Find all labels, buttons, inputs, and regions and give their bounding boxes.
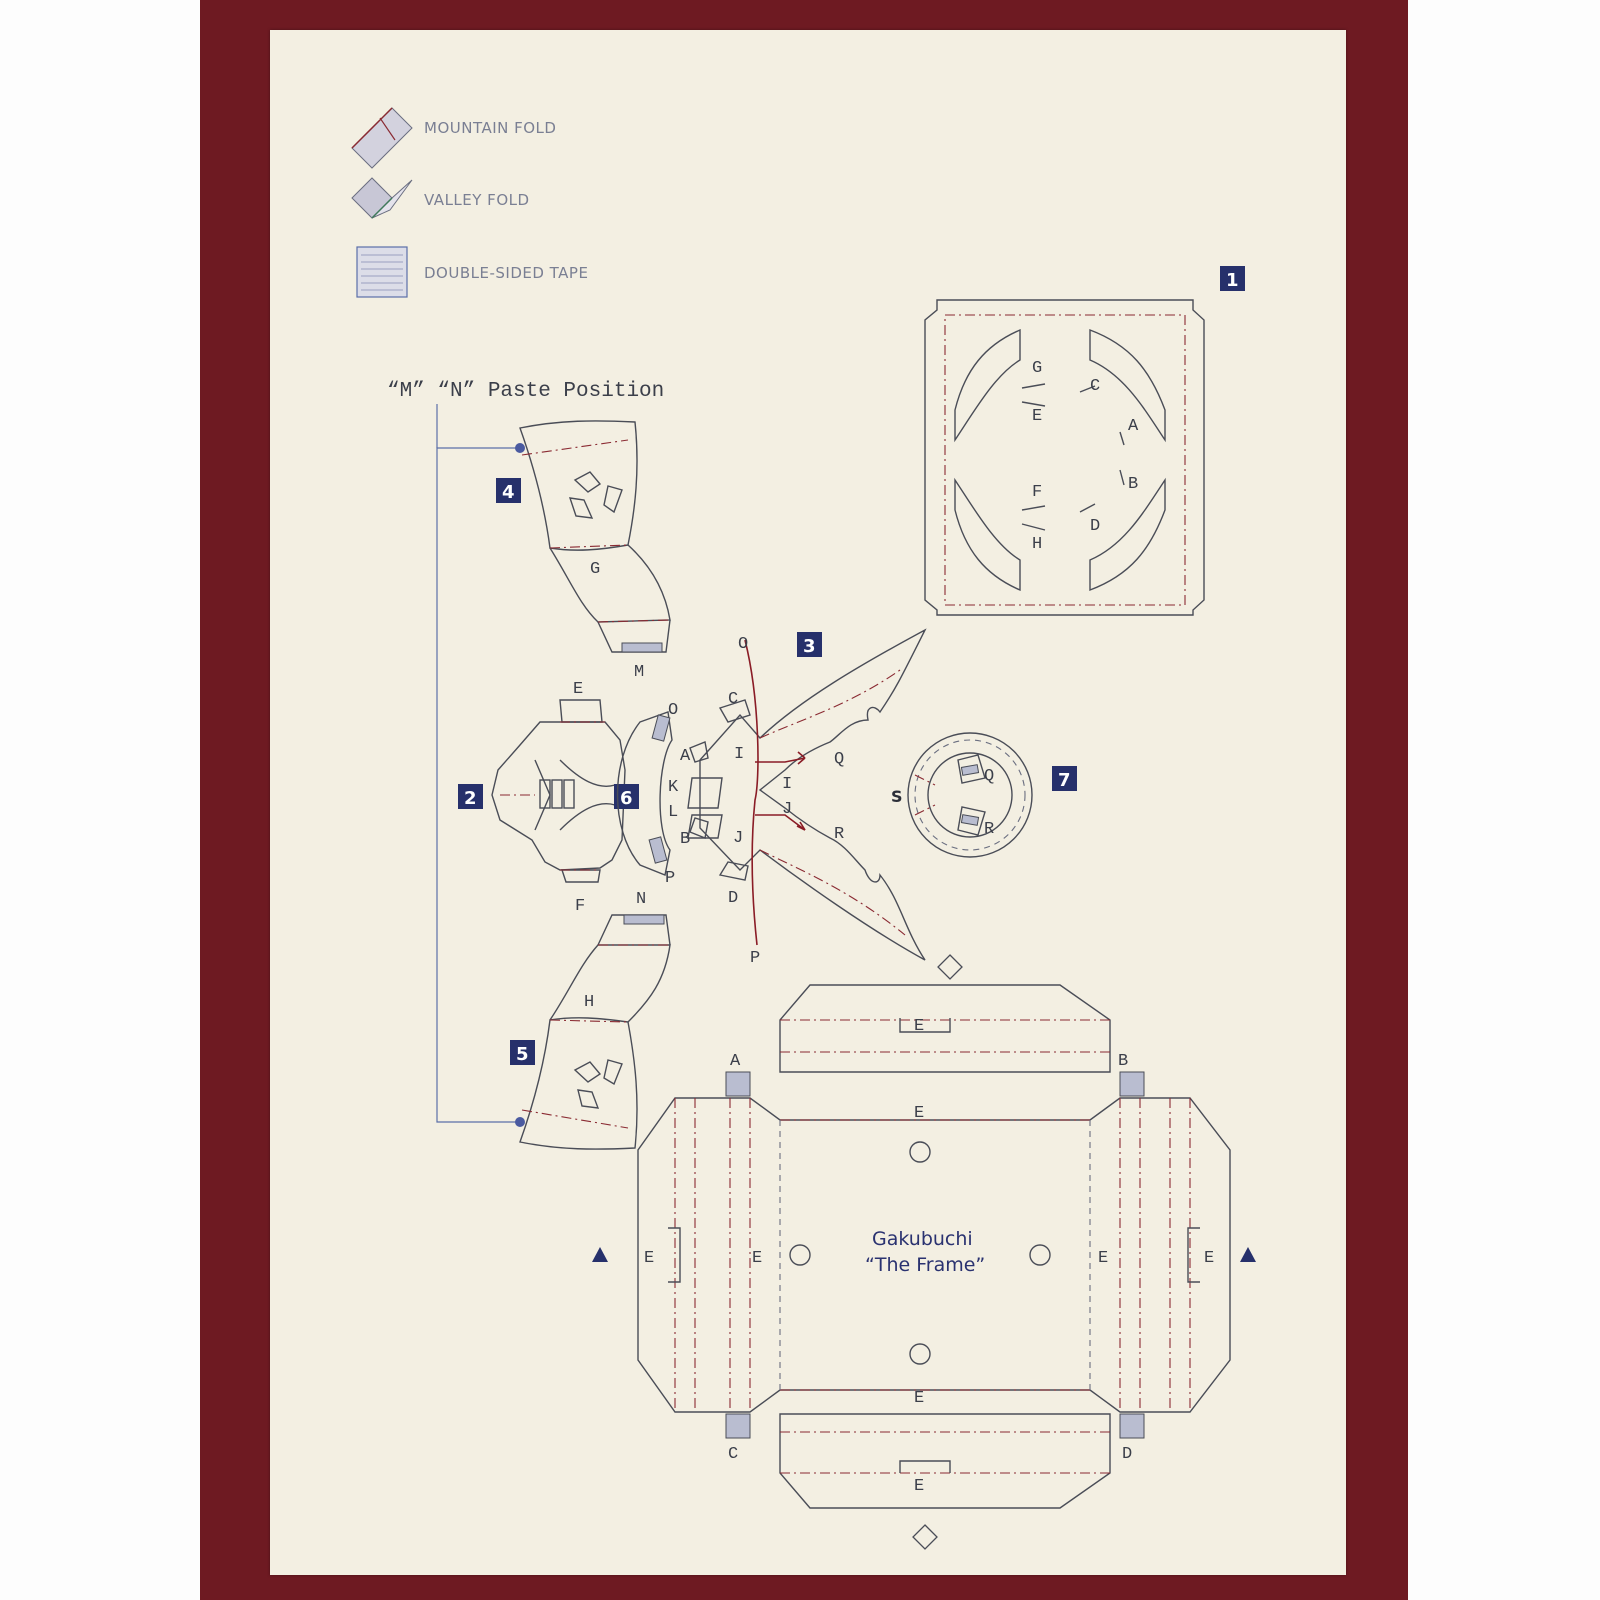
part3-letter: Q	[834, 750, 844, 769]
part3-letter: I	[734, 745, 744, 764]
part5-letter: H	[584, 993, 594, 1012]
part2-letter: E	[573, 680, 583, 699]
part3-letter: I	[782, 775, 792, 794]
part-7: 7 S Q R	[891, 732, 1077, 858]
part-number: 2	[464, 788, 477, 809]
part1-letter: B	[1128, 475, 1138, 494]
part-number: 5	[516, 1044, 529, 1065]
part3-letter: D	[728, 889, 738, 908]
part4-letter: M	[634, 663, 644, 682]
part-number: 6	[620, 788, 633, 809]
mountain-fold-icon	[351, 107, 413, 169]
part3-letter: J	[782, 800, 792, 819]
part3-letter: L	[668, 803, 678, 822]
background-right	[1408, 0, 1600, 1600]
frame-letter: C	[728, 1445, 738, 1464]
paste-point-top	[515, 443, 525, 453]
frame-letter: B	[1118, 1052, 1128, 1071]
valley-fold-icon	[351, 177, 413, 219]
part-3: 3 O C A I Q K I L J B J R D P	[668, 628, 927, 968]
part5-letter: N	[636, 890, 646, 909]
routing-curve	[744, 639, 759, 946]
part1-letter: D	[1090, 517, 1100, 536]
part-number: 4	[502, 482, 515, 503]
part3-letter: R	[834, 825, 844, 844]
part-frame: Gakubuchi “The Frame” A B E E E E E E E …	[592, 954, 1256, 1550]
frame-title-line1: Gakubuchi	[872, 1228, 973, 1250]
part1-letter: F	[1032, 483, 1042, 502]
part7-letter: R	[984, 820, 994, 839]
frame-letter: E	[914, 1477, 924, 1496]
part1-letter: G	[1032, 359, 1042, 378]
part3-letter: J	[733, 829, 743, 848]
diamond-marker-icon	[937, 954, 963, 980]
frame-letter: E	[914, 1389, 924, 1408]
triangle-marker-icon	[592, 1247, 608, 1262]
part3-letter: C	[728, 690, 738, 709]
paste-position-guide: “M” “N” Paste Position	[387, 380, 664, 1127]
part7-letter: S	[891, 787, 903, 806]
part-1: 1 G C E A B F D H	[924, 266, 1245, 616]
part2-letter: F	[575, 897, 585, 916]
paste-position-title: “M” “N” Paste Position	[387, 380, 664, 403]
part1-letter: H	[1032, 535, 1042, 554]
legend: MOUNTAIN FOLD VALLEY FOLD DOUBLE-SIDED T…	[351, 107, 588, 298]
part3-letter: O	[738, 635, 748, 654]
part-2: 2 E F	[458, 680, 626, 916]
part3-letter: P	[750, 949, 760, 968]
part-6: 6 O P	[614, 701, 678, 888]
background-left	[0, 0, 200, 1600]
frame-title-line2: “The Frame”	[865, 1254, 985, 1276]
mountain-fold-label: MOUNTAIN FOLD	[424, 119, 556, 137]
frame-letter: E	[644, 1249, 654, 1268]
part-4: 4 G M	[496, 420, 671, 682]
paste-point-bottom	[515, 1117, 525, 1127]
part3-letter: A	[680, 747, 691, 766]
part3-letter: B	[680, 830, 690, 849]
diamond-marker-icon	[912, 1524, 938, 1550]
triangle-marker-icon	[1240, 1247, 1256, 1262]
part-number-badge	[1220, 266, 1245, 291]
frame-letter: E	[914, 1017, 924, 1036]
part3-letter: K	[668, 778, 679, 797]
frame-letter: E	[1098, 1249, 1108, 1268]
part1-letter: E	[1032, 407, 1042, 426]
part-number: 1	[1226, 270, 1239, 291]
frame-letter: E	[1204, 1249, 1214, 1268]
frame-letter: E	[914, 1104, 924, 1123]
part-5: 5 N H	[510, 890, 671, 1150]
double-sided-tape-label: DOUBLE-SIDED TAPE	[424, 264, 588, 282]
valley-fold-label: VALLEY FOLD	[424, 191, 530, 209]
part6-letter: O	[668, 701, 678, 720]
part-number: 3	[803, 636, 816, 657]
double-sided-tape-icon	[356, 246, 408, 298]
part1-letter: A	[1128, 417, 1139, 436]
part7-letter: Q	[984, 767, 994, 786]
part1-letter: C	[1090, 377, 1100, 396]
frame-letter: D	[1122, 1445, 1132, 1464]
part4-letter: G	[590, 560, 600, 579]
part-number: 7	[1058, 770, 1071, 791]
frame-letter: A	[730, 1052, 741, 1071]
part6-letter: P	[665, 869, 675, 888]
frame-letter: E	[752, 1249, 762, 1268]
instruction-sheet	[270, 30, 1346, 1575]
